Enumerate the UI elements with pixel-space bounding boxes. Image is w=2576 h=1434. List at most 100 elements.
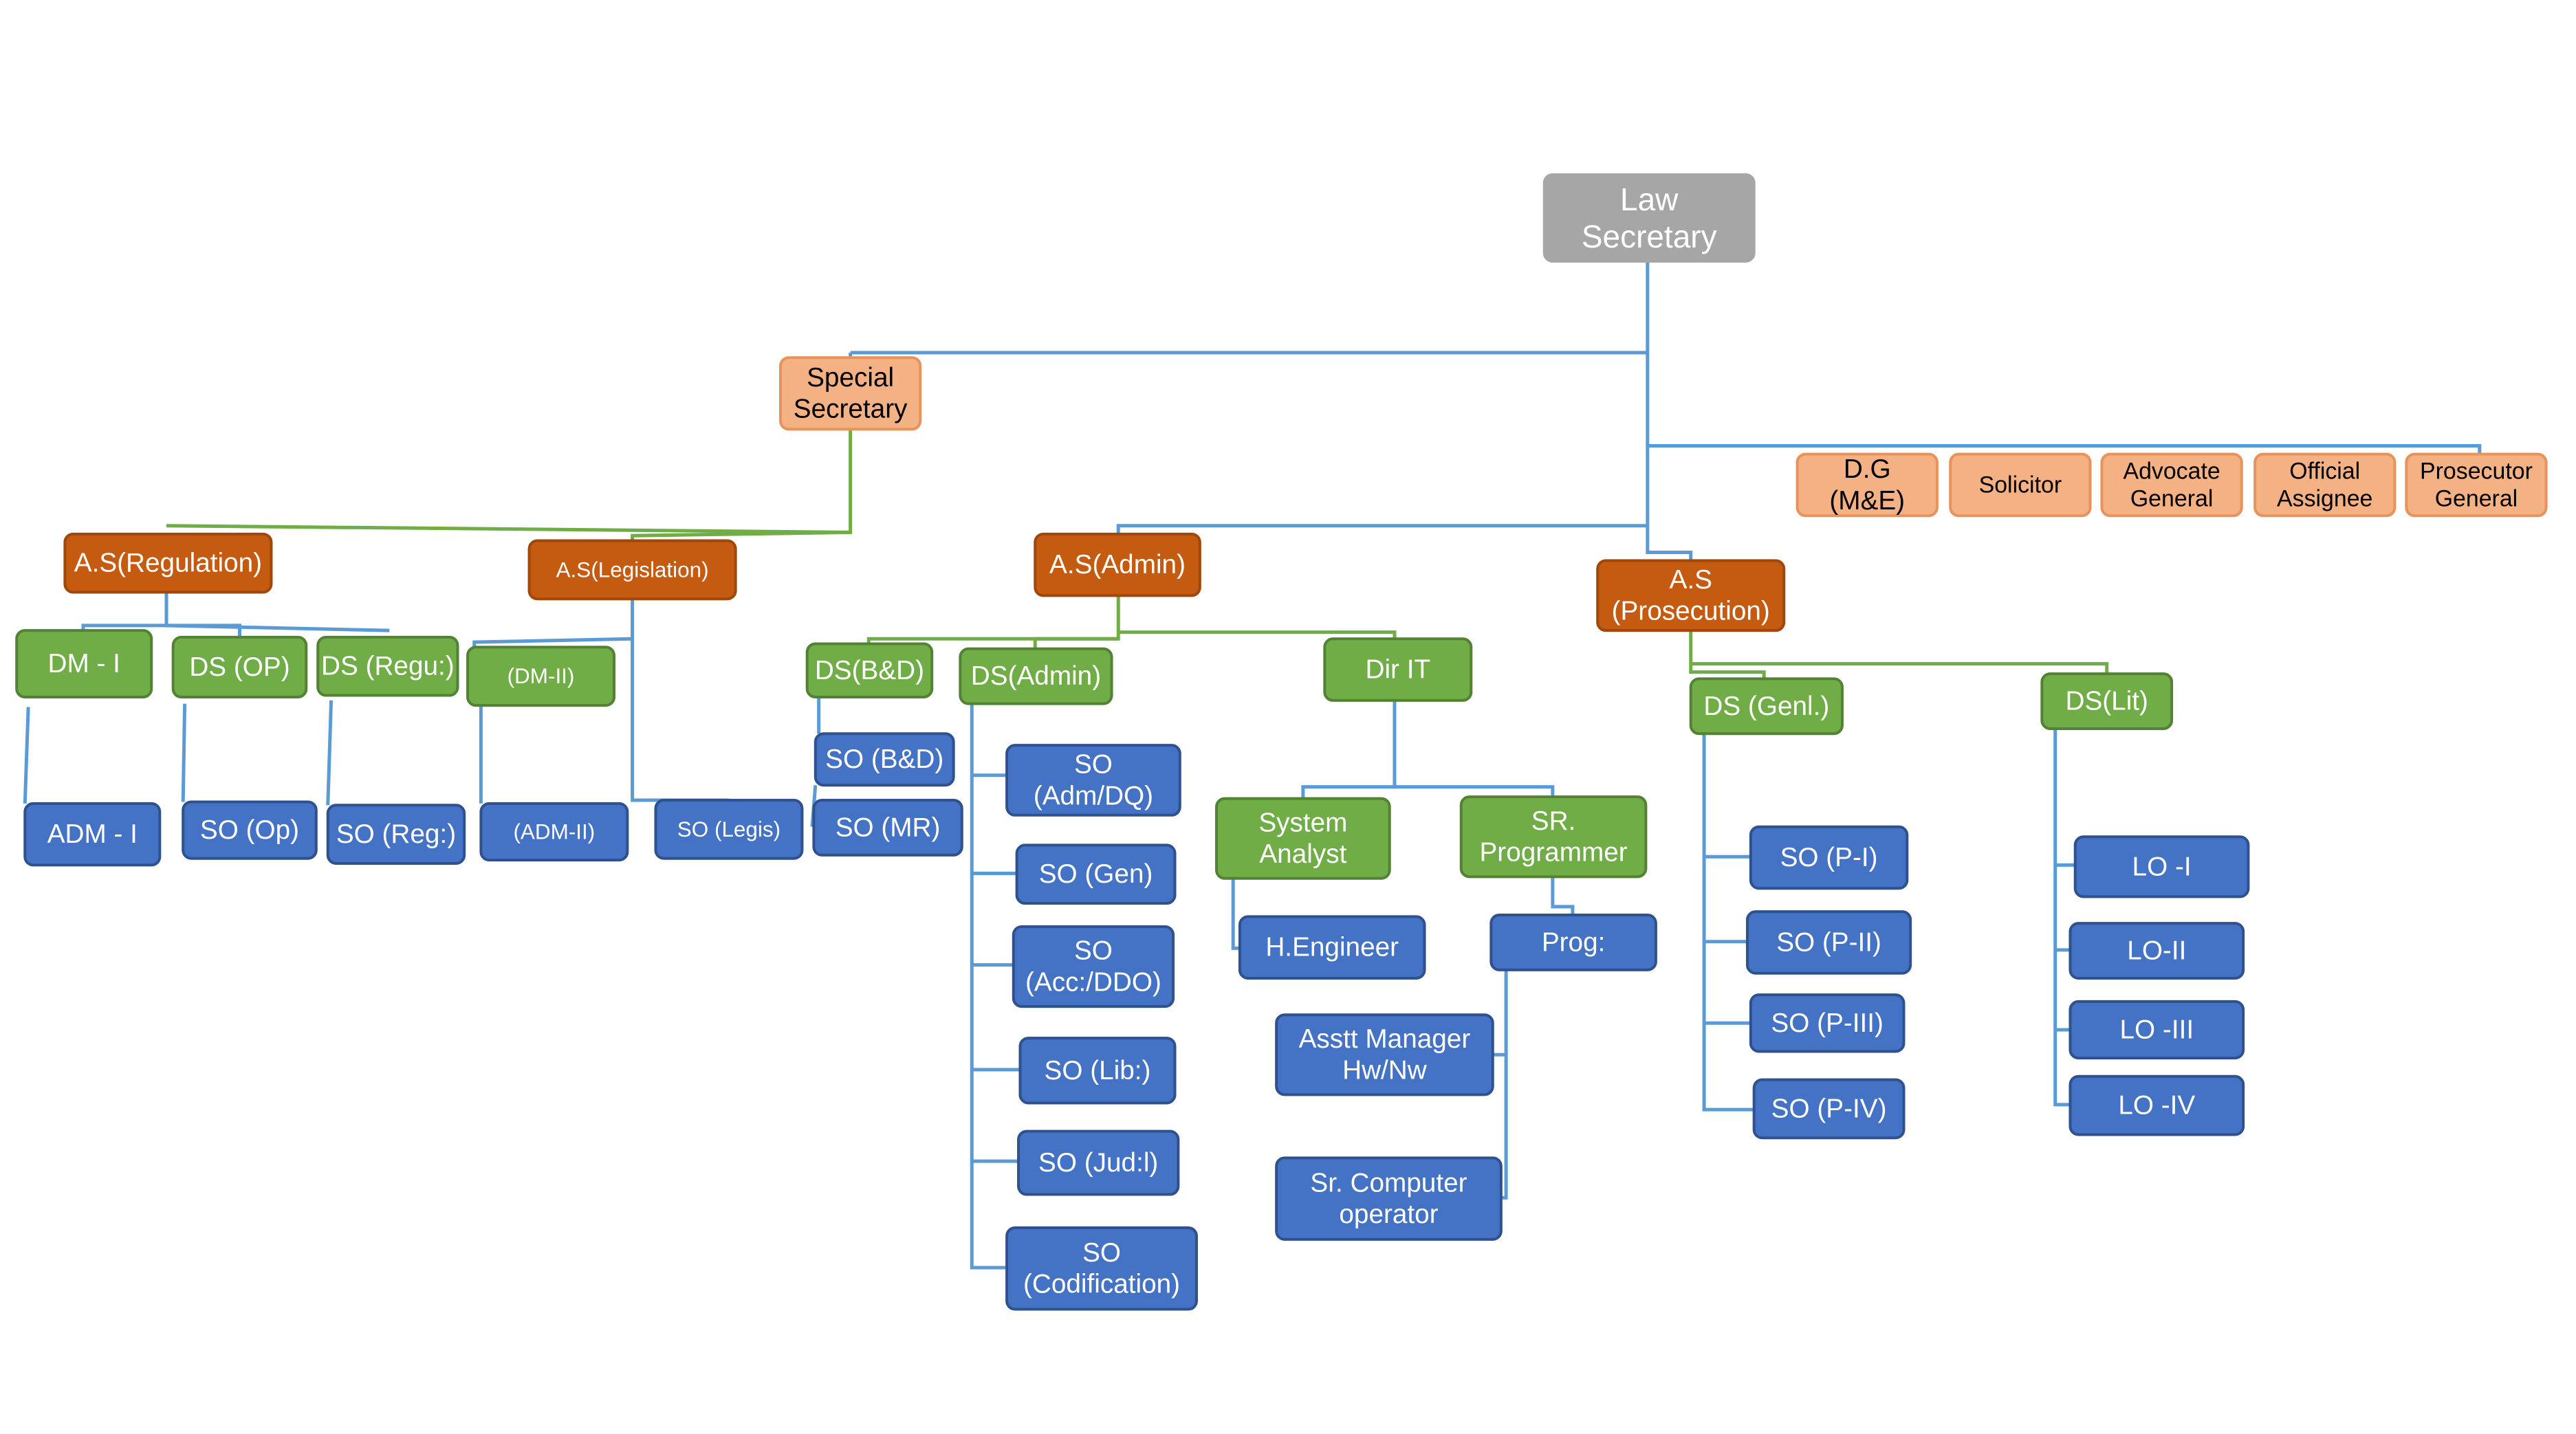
node-prog: Prog: xyxy=(1489,914,1657,971)
node-box xyxy=(2100,452,2243,518)
node-label: Dir IT xyxy=(1365,655,1430,685)
node-label: Special xyxy=(807,363,894,393)
node-box xyxy=(1018,1037,1177,1105)
node-label: Assignee xyxy=(2277,485,2372,511)
node-box xyxy=(1034,532,1201,597)
node-box xyxy=(2253,452,2397,518)
node-label: SO xyxy=(1082,1238,1121,1268)
node-label: SO (P-II) xyxy=(1776,927,1881,957)
node-label: LO -IV xyxy=(2118,1091,2195,1121)
node-label: DS(Lit) xyxy=(2065,687,2148,716)
node-box xyxy=(63,532,273,594)
node-as-prosecution: A.S(Prosecution) xyxy=(1596,559,1786,632)
node-box xyxy=(814,732,955,787)
node-label: ADM - I xyxy=(47,819,138,849)
node-box xyxy=(1275,1156,1503,1241)
node-label: A.S(Admin) xyxy=(1049,550,1186,580)
node-label: (Prosecution) xyxy=(1612,597,1770,626)
connector-line xyxy=(23,707,30,804)
node-box xyxy=(778,356,922,431)
connector-line xyxy=(2053,728,2071,1107)
node-box xyxy=(15,629,153,698)
node-box xyxy=(959,647,1113,705)
node-label: operator xyxy=(1339,1200,1438,1229)
node-box xyxy=(1689,677,1844,736)
node-so-jud: SO (Jud:l) xyxy=(1017,1129,1180,1196)
node-label: A.S xyxy=(1670,565,1712,595)
node-label: Asstt Manager xyxy=(1299,1024,1471,1054)
node-box xyxy=(2073,835,2250,898)
node-lo-ii: LO-II xyxy=(2069,922,2245,980)
node-solicitor: Solicitor xyxy=(1949,452,2092,518)
connector-line xyxy=(1702,733,1754,1112)
node-label: (Acc:/DDO) xyxy=(1025,967,1161,997)
connector-line xyxy=(166,624,241,637)
connector-line xyxy=(970,703,1007,1270)
node-box xyxy=(812,799,963,857)
node-so-p-iii: SO (P-III) xyxy=(1749,993,1906,1053)
connector-line xyxy=(1646,261,1693,561)
node-box xyxy=(1017,1129,1180,1196)
node-box xyxy=(1489,914,1657,971)
node-label: (M&E) xyxy=(1829,486,1905,516)
node-box xyxy=(2040,672,2174,730)
node-so-p-ii: SO (P-II) xyxy=(1746,910,1912,975)
node-label: DS(B&D) xyxy=(815,656,924,685)
node-label: LO -III xyxy=(2120,1015,2194,1044)
node-label: Sr. Computer xyxy=(1310,1168,1467,1198)
node-label: Solicitor xyxy=(1979,472,2062,498)
node-label: A.S(Legislation) xyxy=(556,558,709,582)
node-label: (ADM-II) xyxy=(513,820,595,844)
node-label: DM - I xyxy=(48,649,120,679)
node-as-legislation: A.S(Legislation) xyxy=(527,539,737,601)
node-dm-ii: (DM-II) xyxy=(466,646,615,707)
node-label: Official xyxy=(2289,458,2360,484)
node-so-adm-dq: SO(Adm/DQ) xyxy=(1005,744,1181,817)
connector-line xyxy=(326,700,334,806)
node-h-engineer: H.Engineer xyxy=(1238,915,1426,980)
node-box xyxy=(1749,825,1909,890)
connector-line xyxy=(1500,969,1508,1200)
node-lo-iii: LO -III xyxy=(2069,1000,2245,1060)
node-so-bd: SO (B&D) xyxy=(814,732,955,787)
node-label: SO (B&D) xyxy=(825,744,943,774)
node-box xyxy=(1215,797,1391,880)
node-as-admin: A.S(Admin) xyxy=(1034,532,1201,597)
node-label: SO (Lib:) xyxy=(1045,1056,1151,1085)
node-label: SO xyxy=(1074,750,1113,780)
node-dir-it: Dir IT xyxy=(1323,637,1473,702)
node-label: DS(Admin) xyxy=(971,661,1101,691)
node-label: General xyxy=(2435,485,2518,511)
node-label: DS (Regu:) xyxy=(321,652,455,681)
node-box xyxy=(2405,452,2548,518)
node-sr-programmer: SR.Programmer xyxy=(1459,795,1648,879)
node-box xyxy=(1746,910,1912,975)
node-box xyxy=(2069,1074,2245,1136)
node-so-op: SO (Op) xyxy=(182,800,318,860)
node-box xyxy=(1005,744,1181,817)
node-as-regulation: A.S(Regulation) xyxy=(63,532,273,594)
node-box xyxy=(316,635,459,697)
node-box xyxy=(1323,637,1473,702)
node-adm-ii: (ADM-II) xyxy=(479,802,629,862)
node-so-p-i: SO (P-I) xyxy=(1749,825,1909,890)
node-ds-genl: DS (Genl.) xyxy=(1689,677,1844,736)
node-label: DS (OP) xyxy=(189,652,290,682)
node-box xyxy=(1795,452,1939,518)
node-label: SO (Legis) xyxy=(677,817,781,841)
node-label: SO xyxy=(1074,936,1113,966)
node-so-p-iv: SO (P-IV) xyxy=(1752,1078,1906,1140)
node-lo-iv: LO -IV xyxy=(2069,1074,2245,1136)
node-so-gen: SO (Gen) xyxy=(1015,843,1177,905)
node-label: SO (P-III) xyxy=(1771,1008,1883,1038)
node-box xyxy=(1542,173,1756,263)
node-label: Secretary xyxy=(1582,219,1717,254)
connector-line xyxy=(866,595,1120,644)
node-box xyxy=(1459,795,1648,879)
node-so-mr: SO (MR) xyxy=(812,799,963,857)
